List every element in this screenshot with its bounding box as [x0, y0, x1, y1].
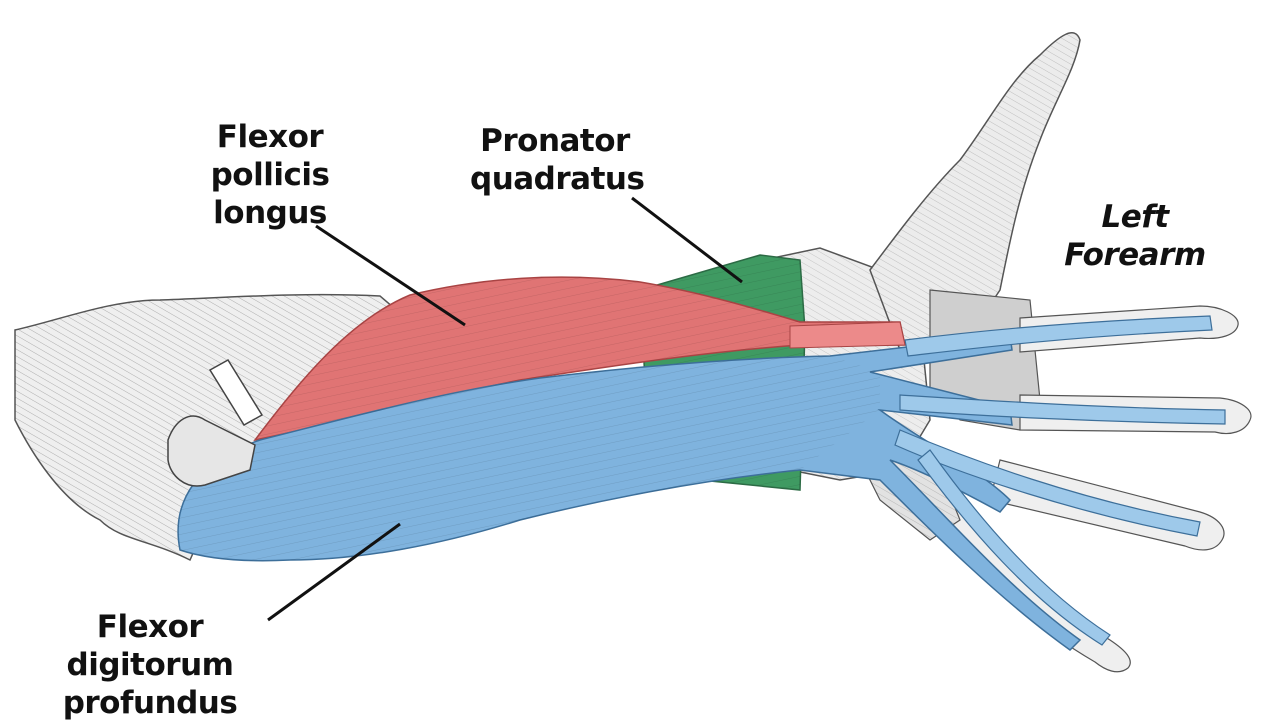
label-flexor-pollicis-longus: Flexor pollicis longus	[165, 118, 375, 232]
flexor-digitorum-profundus-fibers	[178, 356, 881, 561]
label-pronator-quadratus: Pronator quadratus	[470, 122, 645, 198]
leader-line-fpl	[315, 224, 466, 327]
muscles-group	[167, 254, 1226, 651]
leader-lines	[267, 196, 743, 622]
thumb-hatch	[870, 32, 1080, 351]
leader-line-fdp	[267, 522, 401, 622]
leader-line-pq	[631, 196, 743, 284]
tendon-finger-2	[899, 394, 1226, 425]
tendon-finger-3	[894, 429, 1201, 537]
diagram-title: Left Forearm	[1064, 199, 1206, 273]
flexor-pollicis-longus-fibers	[255, 277, 905, 440]
label-fdp-line2: profundus	[62, 685, 238, 721]
label-flexor-digitorum-profundus: Flexor digitorum profundus	[20, 608, 280, 722]
label-fpl-line2: longus	[213, 195, 327, 231]
elbow-ligament	[208, 358, 264, 427]
label-pq-line2: quadratus	[470, 161, 645, 197]
label-pq-line1: Pronator	[480, 123, 630, 159]
label-fpl-line1: Flexor pollicis	[210, 119, 330, 193]
pollicis-tendon-thumb	[789, 321, 906, 349]
tendon-finger-4	[917, 449, 1111, 646]
elbow-cone	[167, 415, 256, 487]
tendon-finger-1	[904, 315, 1213, 357]
label-fdp-line1: Flexor digitorum	[66, 609, 234, 683]
